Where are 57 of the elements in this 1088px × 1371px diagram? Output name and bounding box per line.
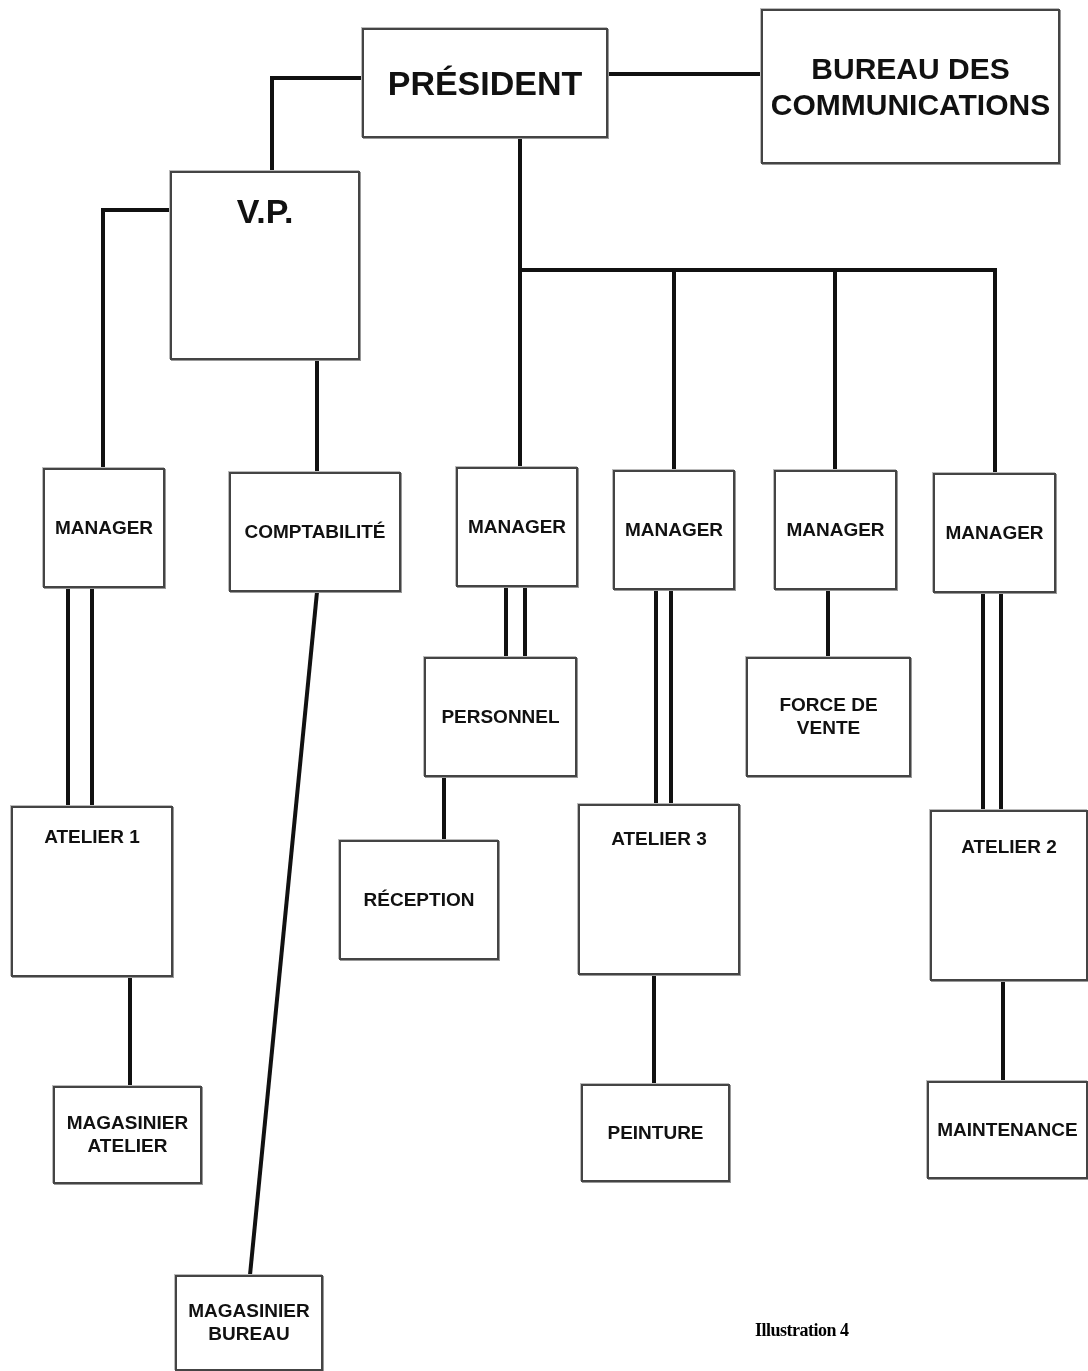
connector-line bbox=[66, 588, 70, 806]
connector-line bbox=[669, 590, 673, 804]
org-box bbox=[175, 1275, 323, 1371]
box-title: ATELIER 1 bbox=[44, 826, 140, 849]
box-title: MAGASINIER BUREAU bbox=[187, 1300, 311, 1346]
box-title: BUREAU DES COMMUNICATIONS bbox=[769, 50, 1052, 123]
box-title: MANAGER bbox=[624, 518, 724, 542]
box-title: PRÉSIDENT bbox=[387, 62, 583, 104]
box-title: MAGASINIER ATELIER bbox=[65, 1112, 190, 1158]
org-box bbox=[774, 470, 897, 590]
box-title: MANAGER bbox=[54, 516, 154, 540]
connector-line bbox=[90, 588, 94, 806]
connector-line bbox=[504, 587, 508, 657]
org-box bbox=[362, 28, 608, 138]
org-box bbox=[424, 657, 577, 777]
connector-line bbox=[442, 777, 446, 840]
org-box bbox=[933, 473, 1056, 593]
connector-line bbox=[652, 975, 656, 1084]
connector-line bbox=[248, 591, 319, 1276]
connector-line bbox=[315, 360, 319, 472]
org-box bbox=[53, 1086, 202, 1184]
box-title: MANAGER bbox=[945, 521, 1044, 545]
box-title: MANAGER bbox=[786, 518, 885, 542]
org-box bbox=[930, 810, 1088, 981]
org-box bbox=[761, 9, 1060, 164]
box-title: MANAGER bbox=[467, 515, 567, 539]
box-title: FORCE DE VENTE bbox=[778, 694, 879, 740]
connector-line bbox=[654, 590, 658, 804]
org-box bbox=[746, 657, 911, 777]
connector-line bbox=[999, 593, 1003, 810]
org-box bbox=[613, 470, 735, 590]
box-title: ATELIER 3 bbox=[611, 828, 707, 851]
connector-line bbox=[826, 590, 830, 657]
connector-line bbox=[1001, 981, 1005, 1081]
org-box bbox=[927, 1081, 1088, 1179]
connector-line bbox=[608, 72, 761, 76]
figure-caption: Illustration 4 bbox=[755, 1320, 849, 1341]
box-title: PEINTURE bbox=[607, 1121, 704, 1145]
connector-line bbox=[523, 587, 527, 657]
box-title: V.P. bbox=[236, 191, 294, 232]
box-title: MAINTENANCE bbox=[937, 1118, 1078, 1142]
org-box bbox=[170, 171, 360, 360]
connector-line bbox=[101, 208, 170, 468]
box-title: RÉCEPTION bbox=[363, 888, 475, 912]
connector-line bbox=[128, 977, 132, 1086]
org-box bbox=[339, 840, 499, 960]
org-box bbox=[456, 467, 578, 587]
connector-line bbox=[270, 76, 362, 171]
org-box bbox=[43, 468, 165, 588]
org-box bbox=[11, 806, 173, 977]
org-box bbox=[229, 472, 401, 592]
box-title: ATELIER 2 bbox=[961, 836, 1057, 859]
org-box bbox=[581, 1084, 730, 1182]
org-box bbox=[578, 804, 740, 975]
box-title: COMPTABILITÉ bbox=[244, 520, 386, 544]
box-title: PERSONNEL bbox=[441, 705, 560, 729]
connector-line bbox=[981, 593, 985, 810]
